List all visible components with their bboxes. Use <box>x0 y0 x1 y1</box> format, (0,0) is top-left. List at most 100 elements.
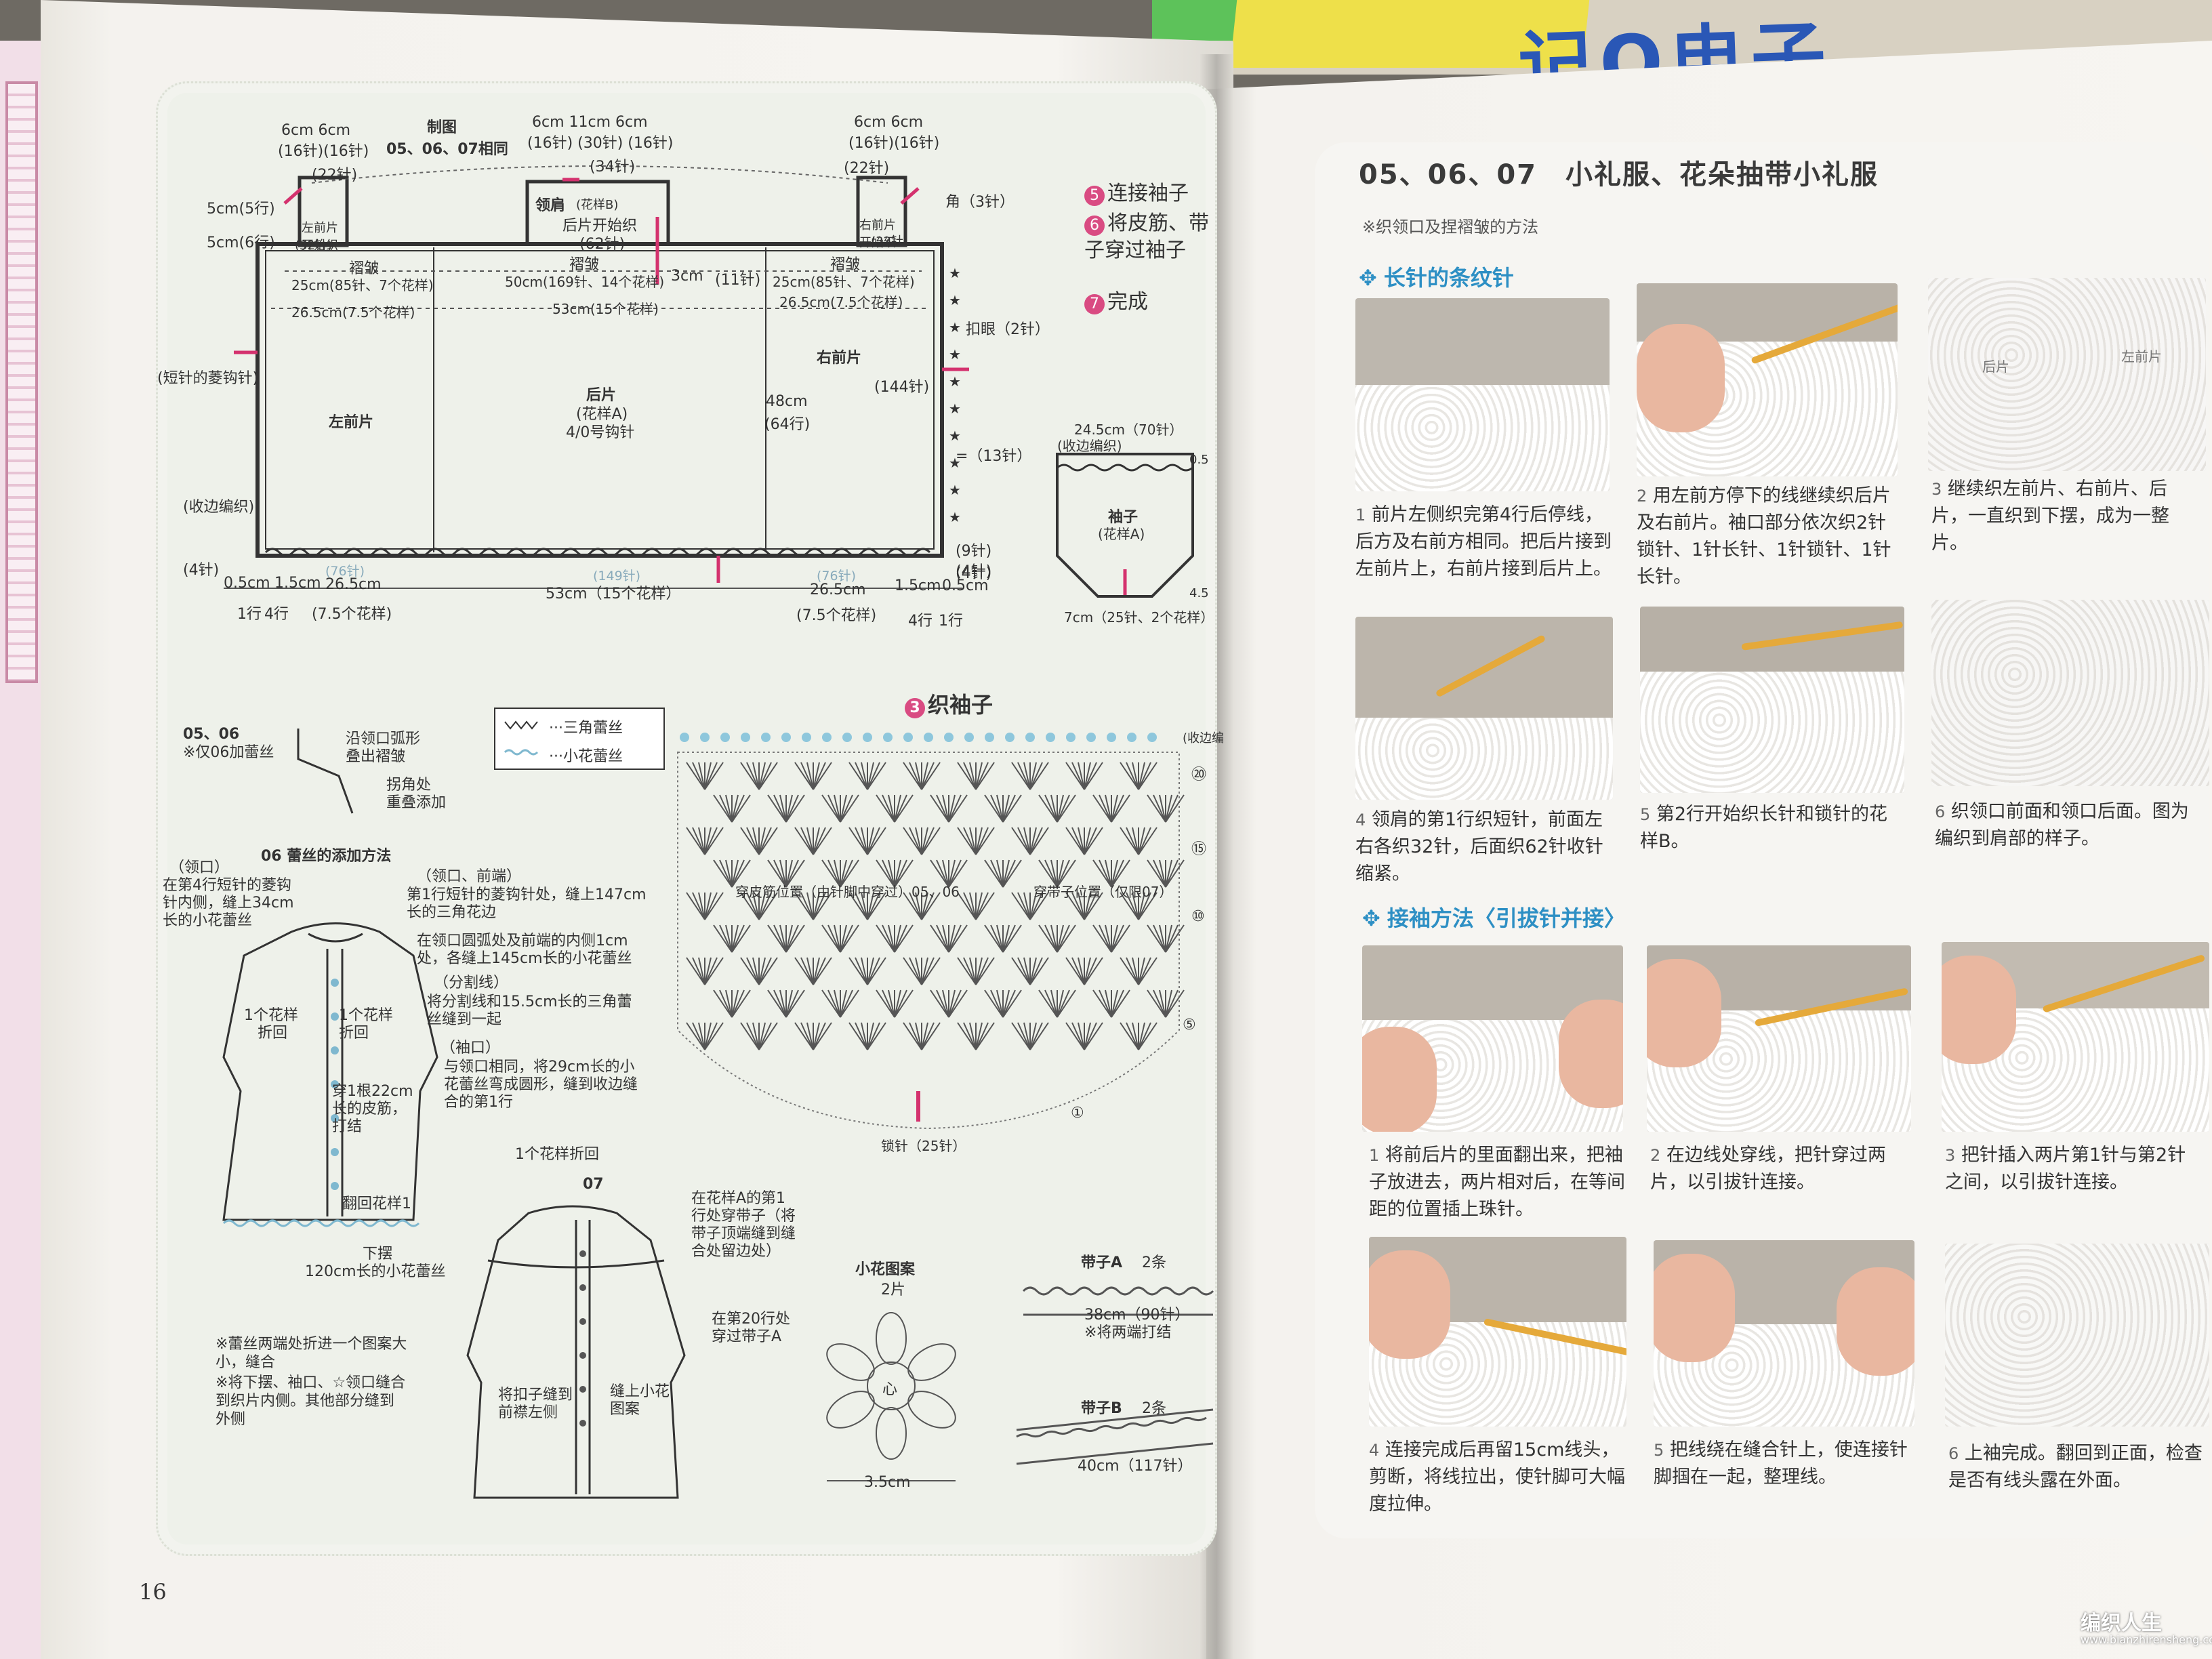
fan-stitch <box>686 892 705 920</box>
fan-stitch <box>1132 892 1139 920</box>
fan-stitch <box>1092 989 1112 1018</box>
fan-stitch <box>855 1022 868 1050</box>
fan-stitch <box>1065 827 1085 855</box>
fan-stitch <box>731 924 739 953</box>
label-13st: =（13针） <box>956 448 1032 465</box>
dim-center-stitches: (16针) (30针) (16针) <box>527 135 674 152</box>
fan-stitch <box>1029 892 1049 920</box>
fan-stitch <box>921 892 935 920</box>
fan-stitch <box>827 989 841 1018</box>
right-shoulder-tab <box>856 176 907 247</box>
fan-stitch <box>1147 859 1166 888</box>
fan-stitch <box>855 957 868 985</box>
lace-collar-1: 在第4行短针的菱钩 <box>163 877 291 894</box>
bottom-15b: 1.5cm <box>895 577 941 594</box>
dress07-t1: 在花样A的第1 <box>691 1190 786 1207</box>
lace-rubber-3: 打结 <box>332 1118 363 1135</box>
label-pleat-right: 褶皱 <box>830 256 861 273</box>
fan-stitch <box>1105 859 1112 888</box>
fan-stitch <box>909 892 922 920</box>
fan-stitch <box>975 1022 983 1050</box>
section-stripe-title: ✥长针的条纹针 <box>1359 265 1514 291</box>
fan-stitch <box>948 794 956 823</box>
fold-note-2: 叠出褶皱 <box>346 748 406 765</box>
dress-07-drawing <box>466 1205 686 1499</box>
fan-stitch <box>867 892 886 920</box>
fan-stitch <box>698 957 705 985</box>
fan-stitch <box>1057 859 1064 888</box>
fan-stitch <box>785 859 799 888</box>
photo-join-4 <box>1369 1237 1626 1427</box>
caption-stripe-2: 2 用左前方停下的线继续织后片及右前片。袖口部分依次织2针锁针、1针长针、1针锁… <box>1637 485 1891 588</box>
fan-stitch <box>876 794 895 823</box>
bottom-row4: 4行 <box>264 606 289 623</box>
strap-a-title: 带子A <box>1081 1254 1123 1271</box>
fan-stitch <box>1165 989 1179 1018</box>
fan-stitch <box>692 892 705 920</box>
label-hook: 4/0号钩针 <box>566 424 635 441</box>
fan-stitch <box>785 794 793 823</box>
notes-0506-subtitle: ※仅06加蕾丝 <box>183 744 274 761</box>
fan-stitch <box>963 892 977 920</box>
fan-stitch <box>1111 924 1130 953</box>
fan-stitch <box>1078 957 1085 985</box>
fan-stitch <box>1084 762 1103 790</box>
label-buttonhole: 扣眼（2针） <box>966 321 1050 338</box>
photo-step-3: 后片 左前片 <box>1928 278 2206 471</box>
fan-stitch <box>1002 859 1016 888</box>
photo-step-6 <box>1931 600 2209 786</box>
fan-stitch <box>1029 957 1049 985</box>
fan-stitch <box>1023 827 1031 855</box>
fan-stitch <box>948 924 956 953</box>
fan-stitch <box>1105 924 1112 953</box>
fan-stitch <box>990 989 1004 1018</box>
fan-stitch <box>1084 1022 1091 1050</box>
fan-stitch <box>888 794 895 823</box>
fan-stitch <box>713 924 733 953</box>
fan-stitch <box>1029 957 1043 985</box>
fan-stitch <box>752 1022 760 1050</box>
label-6rows: 5cm(6行) <box>207 234 275 251</box>
strap-a <box>1022 1286 1214 1316</box>
caption-join-6: 6 上袖完成。翻回到正面，检查是否有线头露在外面。 <box>1948 1443 2203 1491</box>
fan-stitch <box>984 989 1004 1018</box>
fan-stitch <box>1084 1022 1097 1050</box>
fan-stitch <box>1165 794 1179 823</box>
dim-center-top: 6cm 11cm 6cm <box>532 114 648 131</box>
fan-stitch <box>894 794 914 823</box>
center-yoke-tab <box>525 180 670 246</box>
fan-stitch <box>855 892 868 920</box>
fan-stitch <box>975 762 983 790</box>
svg-text:★: ★ <box>949 373 961 390</box>
fan-stitch <box>1084 892 1097 920</box>
bottom-row1b: 1行 <box>939 613 963 630</box>
fan-stitch <box>936 989 949 1018</box>
fan-stitch <box>990 859 1004 888</box>
photo-label-left-front: 左前片 <box>2121 348 2162 365</box>
knit-sleeve-chain: 锁针（25针） <box>881 1138 966 1154</box>
fan-stitch <box>1002 859 1022 888</box>
fan-stitch <box>840 859 853 888</box>
page-number: 16 <box>139 1579 167 1605</box>
fan-stitch <box>867 827 886 855</box>
fan-stitch <box>704 957 712 985</box>
fan-stitch <box>1044 794 1058 823</box>
svg-text:★: ★ <box>949 265 961 281</box>
fan-stitch <box>942 794 949 823</box>
fan-stitch <box>867 762 886 790</box>
fan-stitch <box>1038 989 1058 1018</box>
fan-stitch <box>1120 762 1139 790</box>
fan-stitch <box>1120 957 1139 985</box>
sleeve-outline <box>1056 453 1194 598</box>
fan-stitch <box>827 859 841 888</box>
lace-cf-2: 长的三角花边 <box>407 904 497 921</box>
fan-stitch <box>1029 762 1037 790</box>
fan-stitch <box>1057 924 1076 953</box>
dim-center-34: (34针) <box>590 159 636 176</box>
label-left-25: 25cm(85针、7个花样) <box>291 277 434 293</box>
fan-stitch <box>840 924 853 953</box>
label-pleat-left: 褶皱 <box>349 260 380 277</box>
fan-stitch <box>806 957 814 985</box>
fan-stitch <box>731 859 745 888</box>
